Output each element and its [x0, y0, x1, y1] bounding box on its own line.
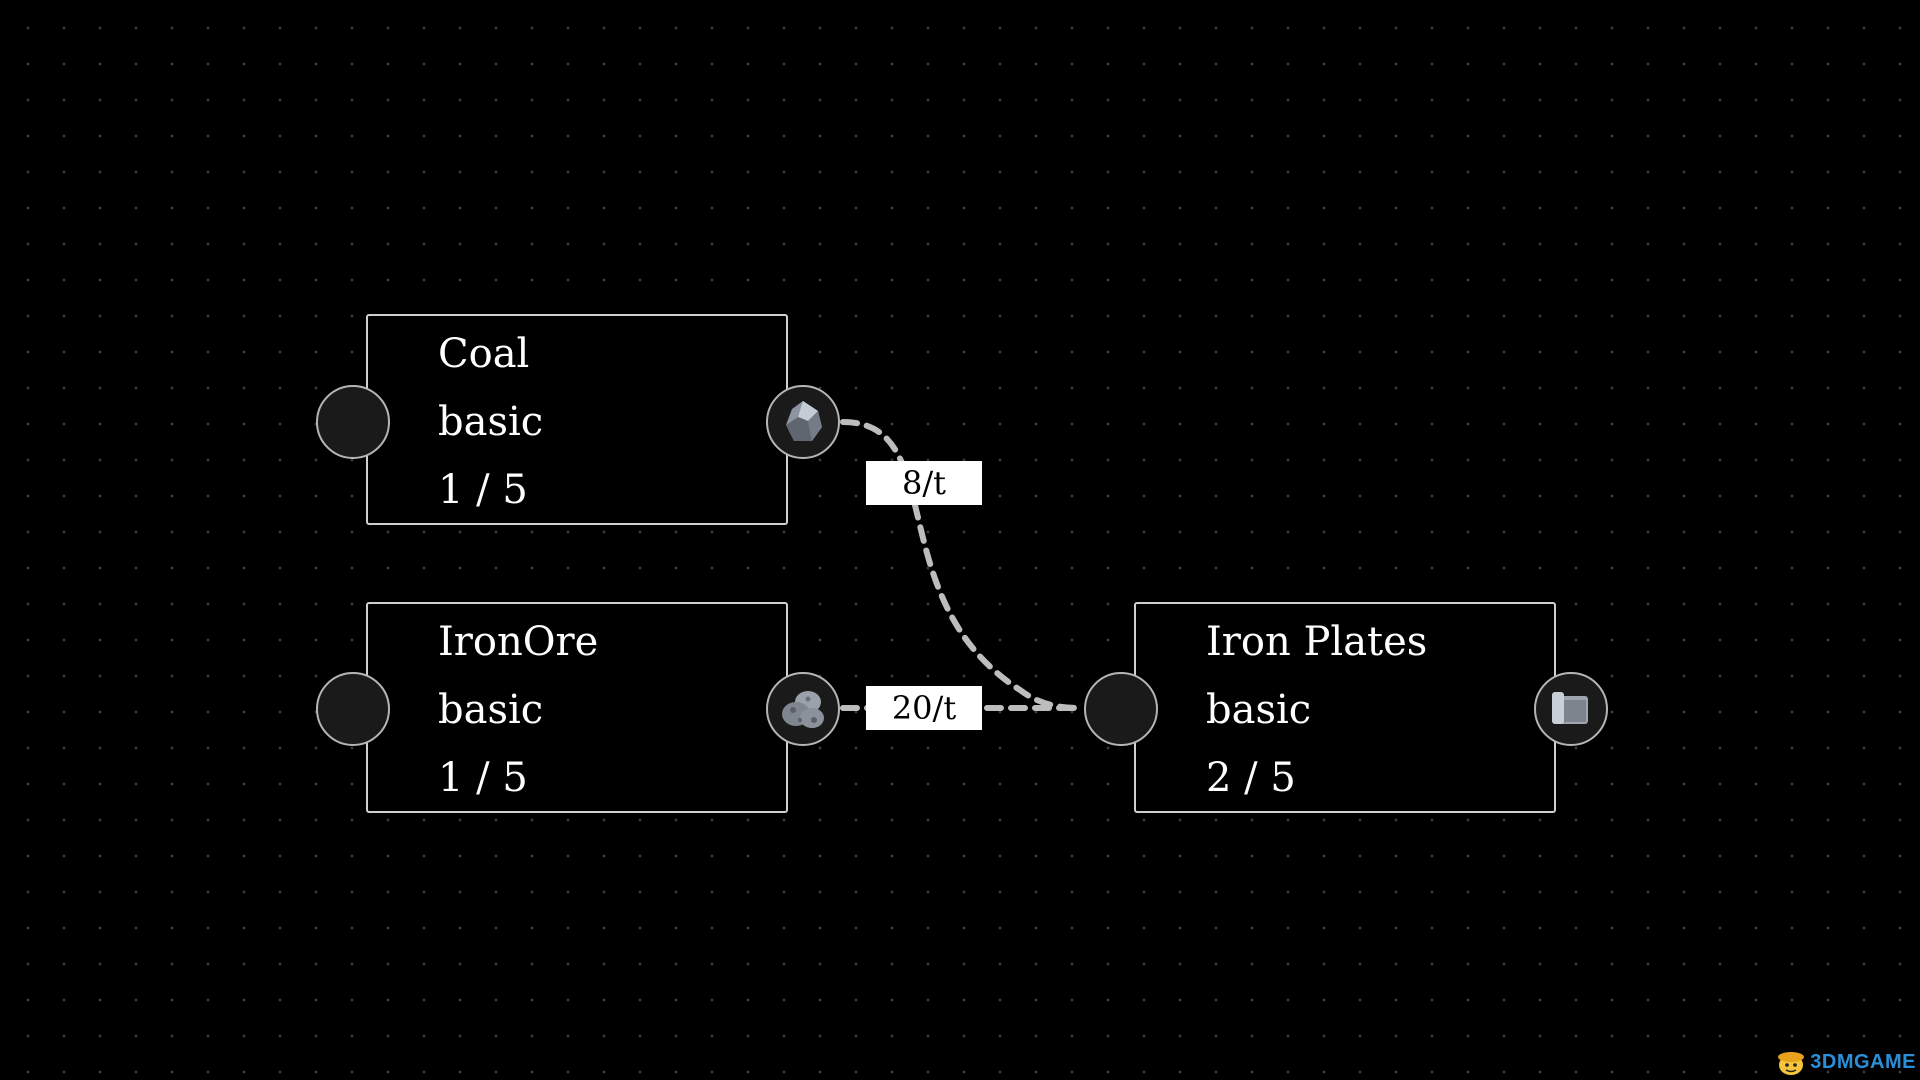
- node-count: 1 / 5: [438, 755, 528, 801]
- iron-ore-output-port[interactable]: [766, 672, 840, 746]
- node-title: Iron Plates: [1206, 619, 1428, 665]
- iron-ore-rock-icon: [782, 691, 824, 728]
- node-title: IronOre: [438, 619, 599, 665]
- node-tier: basic: [438, 399, 544, 445]
- node-count: 2 / 5: [1206, 755, 1296, 801]
- node-iron-ore[interactable]: IronOre basic 1 / 5: [366, 602, 788, 813]
- node-iron-plates[interactable]: Iron Plates basic 2 / 5: [1134, 602, 1556, 813]
- rate-label-coal: 8/t: [866, 461, 982, 505]
- link-coal-to-iron-plates[interactable]: [840, 419, 1083, 711]
- rate-label-iron-ore: 20/t: [866, 686, 982, 730]
- node-title: Coal: [438, 331, 530, 377]
- node-count: 1 / 5: [438, 467, 528, 513]
- iron-plates-output-port[interactable]: [1534, 672, 1608, 746]
- iron-ore-input-port[interactable]: [316, 672, 390, 746]
- coal-input-port[interactable]: [316, 385, 390, 459]
- node-tier: basic: [438, 687, 544, 733]
- coal-output-port[interactable]: [766, 385, 840, 459]
- watermark-text: 3DMGAME: [1810, 1050, 1916, 1073]
- watermark: 3DMGAME: [1776, 1046, 1916, 1078]
- iron-plates-input-port[interactable]: [1084, 672, 1158, 746]
- node-coal[interactable]: Coal basic 1 / 5: [366, 314, 788, 525]
- coal-chunk-icon: [786, 401, 822, 441]
- iron-plate-icon: [1552, 692, 1588, 724]
- watermark-mascot-icon: [1778, 1052, 1805, 1075]
- node-tier: basic: [1206, 687, 1312, 733]
